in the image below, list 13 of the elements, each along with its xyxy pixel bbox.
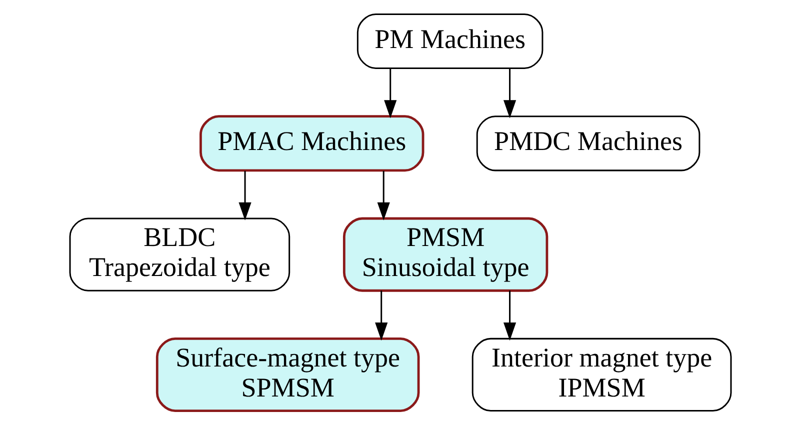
node-box: PMSM Sinusoidal type bbox=[342, 217, 548, 292]
arrow bbox=[384, 68, 396, 118]
arrow bbox=[374, 290, 388, 341]
node-box: PMAC Machines bbox=[199, 115, 424, 172]
node-box: Interior magnet type IPMSM bbox=[471, 338, 732, 412]
node-box: BLDC Trapezoidal type bbox=[68, 218, 290, 292]
node-box: PMDC Machines bbox=[476, 116, 700, 172]
node-box: PM Machines bbox=[356, 13, 543, 70]
arrow bbox=[502, 68, 516, 118]
arrow bbox=[376, 170, 390, 220]
arrow bbox=[238, 170, 251, 220]
arrow bbox=[502, 290, 516, 341]
node-box: Surface-magnet type SPMSM bbox=[155, 337, 420, 412]
